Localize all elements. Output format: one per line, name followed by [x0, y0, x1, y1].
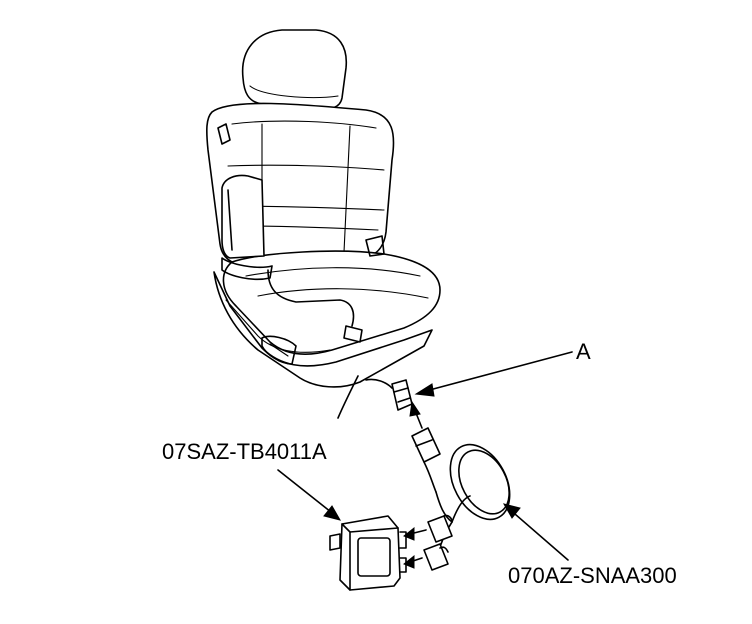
seat-cushion	[222, 250, 441, 355]
mating-arrowhead-upper	[409, 400, 421, 417]
label-control-unit-tool: 07SAZ-TB4011A	[162, 439, 327, 464]
label-harness-tool: 070AZ-SNAA300	[508, 563, 677, 588]
seat-base	[213, 235, 433, 388]
arrowhead-a	[414, 383, 435, 397]
control-unit-box	[329, 515, 407, 591]
arrowhead-harness	[502, 503, 521, 519]
arrowhead-control-unit	[323, 505, 342, 521]
leader-harness	[507, 507, 569, 561]
connector-a	[391, 379, 413, 411]
label-connector-a: A	[576, 339, 591, 364]
leader-a	[421, 351, 573, 393]
side-airbag-module	[221, 174, 273, 281]
branch-connectors	[423, 514, 453, 571]
seat-wiring	[267, 269, 393, 419]
leader-control-unit	[277, 469, 337, 517]
harness-connector	[411, 427, 441, 493]
